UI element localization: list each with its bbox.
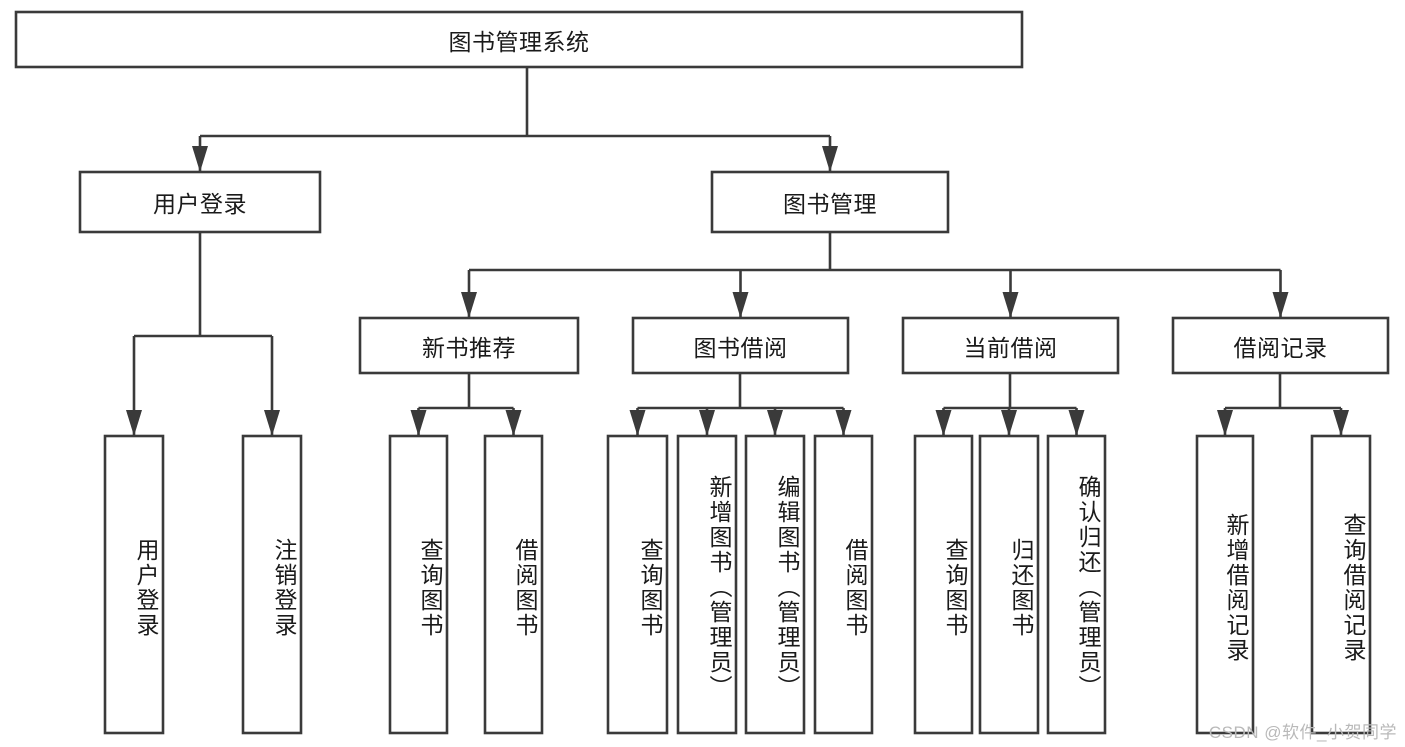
arrow-head-query-book-1 (410, 410, 427, 436)
arrow-head-add-borrow-record (1217, 410, 1233, 436)
arrow-head-book-borrow (732, 292, 749, 318)
node-box-book-borrow (631, 316, 850, 375)
arrow-head-query-book-2 (629, 410, 646, 436)
node-box-edit-book-admin (744, 434, 806, 735)
node-box-logout-leaf (241, 434, 303, 735)
arrow-head-query-borrow-record (1333, 410, 1349, 436)
arrow-head-borrow-book-1 (505, 410, 522, 436)
watermark-text: CSDN @软件_小贺同学 (1208, 723, 1397, 742)
arrow-head-borrow-book-2 (835, 410, 852, 436)
arrow-head-logout-leaf (264, 410, 280, 436)
node-box-new-book-rec (358, 316, 580, 375)
node-box-borrow-book-2 (813, 434, 874, 735)
arrow-head-borrow-record (1272, 292, 1289, 318)
connector-layer (126, 67, 1349, 436)
node-box-user-login-leaf (103, 434, 165, 735)
arrow-head-book-manage (822, 146, 838, 172)
arrow-head-edit-book-admin (767, 410, 783, 436)
node-box-root (14, 10, 1024, 69)
box-layer (14, 10, 1390, 735)
node-box-add-book-admin (676, 434, 738, 735)
node-box-add-borrow-record (1195, 434, 1255, 735)
node-box-query-book-3 (913, 434, 974, 735)
arrow-head-user-login (192, 146, 208, 172)
node-box-query-book-1 (388, 434, 449, 735)
arrow-head-user-login-leaf (126, 410, 142, 436)
node-box-book-manage (710, 170, 950, 234)
arrow-head-new-book-rec (461, 292, 477, 318)
node-box-query-borrow-record (1310, 434, 1372, 735)
node-box-user-login (78, 170, 322, 234)
arrow-head-return-book (1001, 410, 1017, 436)
node-box-borrow-book-1 (483, 434, 544, 735)
arrow-head-add-book-admin (699, 410, 715, 436)
node-box-current-borrow (901, 316, 1120, 375)
node-box-query-book-2 (606, 434, 669, 735)
node-box-borrow-record (1171, 316, 1390, 375)
node-box-confirm-return-admin (1046, 434, 1107, 735)
arrow-head-current-borrow (1002, 292, 1019, 318)
node-box-return-book (978, 434, 1040, 735)
arrow-head-confirm-return-admin (1068, 410, 1085, 436)
arrow-head-query-book-3 (935, 410, 952, 436)
